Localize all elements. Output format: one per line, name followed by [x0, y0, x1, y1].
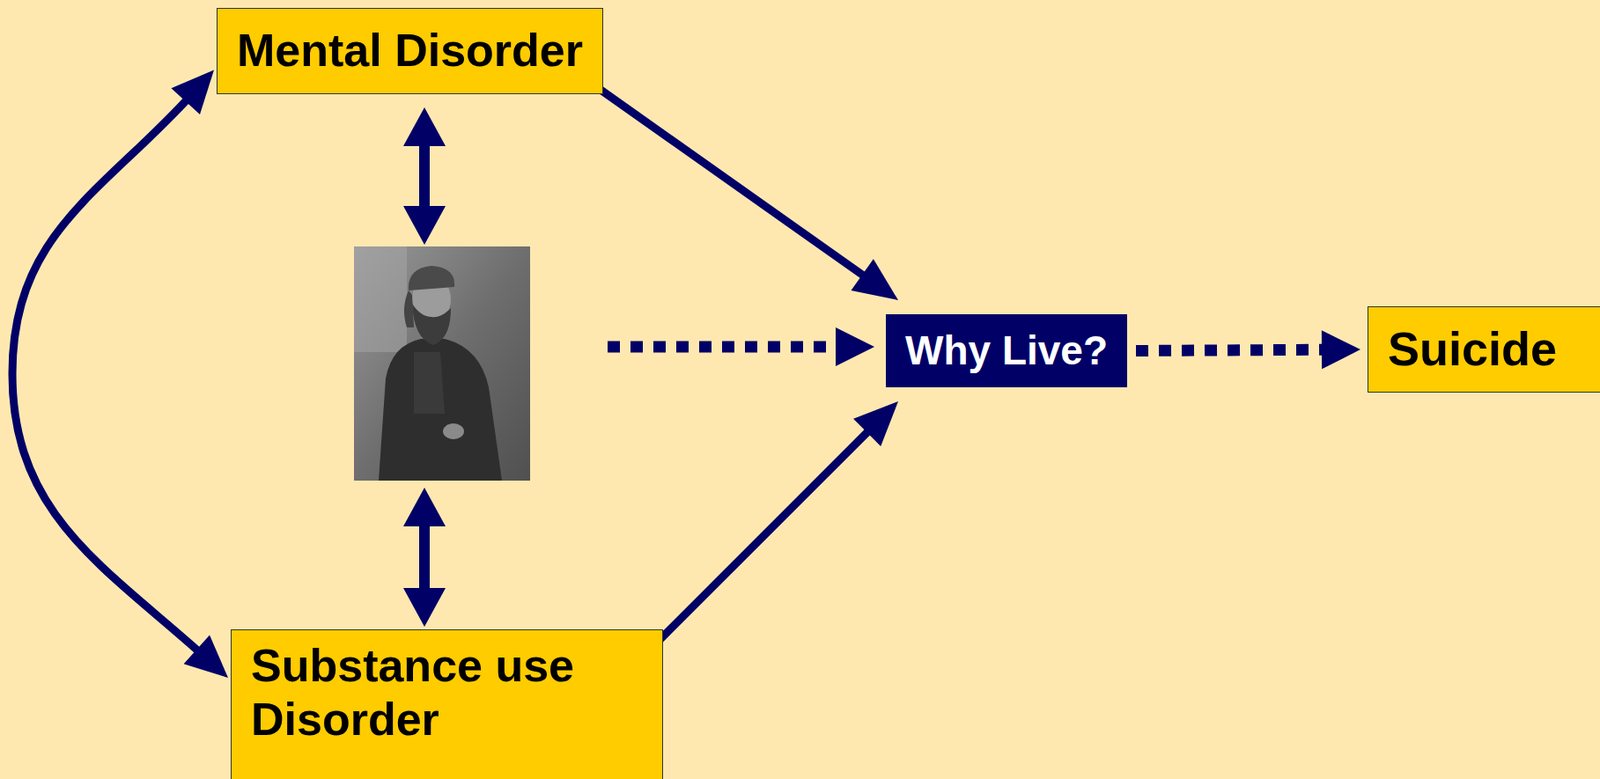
arrow-head [1321, 330, 1361, 369]
double-arrow [403, 107, 446, 245]
photo-hand [442, 423, 465, 440]
arrow-head [170, 70, 214, 115]
arrow-head [835, 327, 875, 367]
arrow-head [403, 107, 446, 147]
node-text: Suicide [1387, 321, 1586, 378]
connector [657, 401, 899, 642]
double-arrow [403, 487, 446, 627]
dotted-arrow [607, 327, 875, 367]
arrow-head [403, 206, 446, 245]
dotted-shaft [607, 341, 839, 354]
arrow-head [850, 258, 899, 301]
arrow-shaft [419, 140, 430, 212]
portrait-photo [353, 246, 531, 481]
question-box: Why Live? [885, 314, 1128, 388]
photo-shirt [413, 352, 445, 414]
photo-cap [408, 265, 455, 291]
arrow-head [184, 635, 229, 679]
connector [1135, 330, 1361, 369]
connector-line [12, 95, 204, 657]
arrow-shaft [419, 521, 430, 594]
connector [594, 85, 899, 301]
connector-line [594, 85, 870, 281]
node-text: Mental Disorder [236, 23, 583, 78]
dotted-line [1135, 349, 1331, 351]
photo-hair [404, 290, 414, 328]
photo-beard [412, 303, 451, 346]
arrow-head [403, 487, 446, 527]
node-text: Why Live? [905, 326, 1108, 375]
outcome-box: Suicide [1367, 306, 1600, 393]
photo-frame [353, 246, 531, 481]
condition-box: Mental Disorder [216, 7, 604, 95]
arrow-head [403, 588, 446, 627]
connector-line [657, 426, 874, 642]
photo-background [353, 246, 407, 353]
connector [12, 70, 229, 679]
node-text: Substance use Disorder [250, 639, 643, 748]
condition-box: Substance use Disorder [230, 629, 664, 779]
photo-jacket [378, 339, 502, 481]
arrow-head [853, 401, 899, 447]
